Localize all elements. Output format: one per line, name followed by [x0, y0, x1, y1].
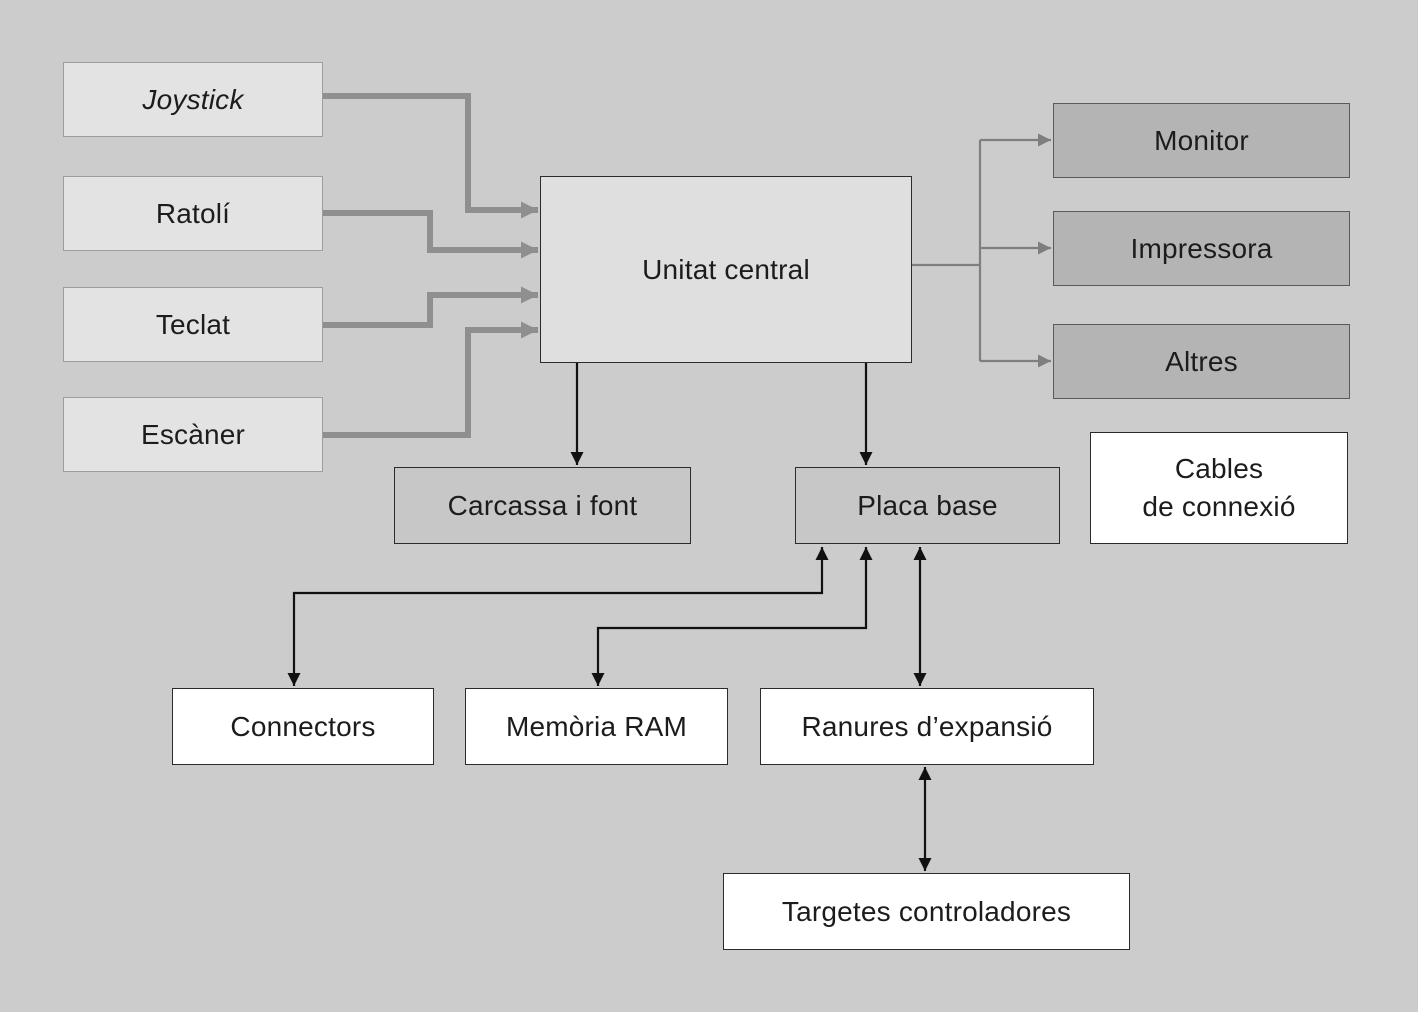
node-memoria-ram-label: Memòria RAM [505, 710, 688, 742]
node-ratoli: Ratolí [63, 176, 323, 251]
node-monitor: Monitor [1053, 103, 1350, 178]
node-escaner-label: Escàner [140, 418, 246, 450]
node-placa-base-label: Placa base [857, 489, 998, 521]
node-carcassa-i-font-label: Carcassa i font [447, 489, 638, 521]
node-connectors: Connectors [172, 688, 434, 765]
node-carcassa-i-font: Carcassa i font [394, 467, 691, 544]
node-ranures-expansio-label: Ranures d’expansió [801, 710, 1053, 742]
node-unitat-central: Unitat central [540, 176, 912, 363]
node-teclat-label: Teclat [155, 308, 231, 340]
node-impressora-label: Impressora [1130, 232, 1273, 264]
node-teclat: Teclat [63, 287, 323, 362]
node-ratoli-label: Ratolí [155, 197, 231, 229]
node-targetes-controladores-label: Targetes controladores [781, 895, 1072, 927]
node-cables-connexio-label: Cables de connexió [1142, 453, 1296, 522]
node-altres-label: Altres [1165, 345, 1238, 377]
node-targetes-controladores: Targetes controladores [723, 873, 1130, 950]
node-unitat-central-label: Unitat central [642, 253, 810, 285]
node-connectors-label: Connectors [230, 710, 376, 742]
node-cables-connexio: Cables de connexió [1090, 432, 1348, 544]
node-monitor-label: Monitor [1154, 124, 1249, 156]
node-impressora: Impressora [1053, 211, 1350, 286]
node-escaner: Escàner [63, 397, 323, 472]
node-altres: Altres [1053, 324, 1350, 399]
node-placa-base: Placa base [795, 467, 1060, 544]
node-ranures-expansio: Ranures d’expansió [760, 688, 1094, 765]
node-joystick: Joystick [63, 62, 323, 137]
node-memoria-ram: Memòria RAM [465, 688, 728, 765]
node-joystick-label: Joystick [142, 83, 244, 115]
